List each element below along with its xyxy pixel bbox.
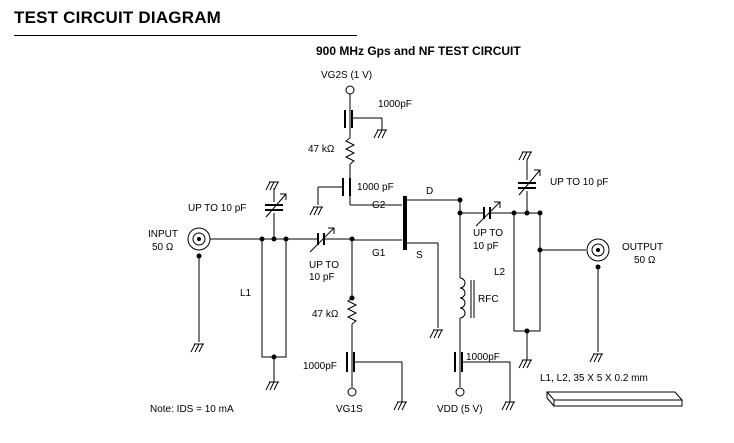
vg1s-terminal bbox=[347, 387, 357, 397]
stripline-l1 bbox=[261, 238, 287, 358]
label-output: OUTPUT bbox=[622, 242, 663, 253]
label-g1: G1 bbox=[372, 248, 386, 259]
label-note: Note: IDS = 10 mA bbox=[150, 404, 234, 415]
resistor-47k-top bbox=[344, 137, 356, 165]
label-l1: L1 bbox=[240, 288, 252, 299]
label-trim-top-left: UP TO 10 pF bbox=[188, 203, 246, 214]
label-rfc: RFC bbox=[478, 294, 499, 305]
label-stripline-spec: L1, L2, 35 X 5 X 0.2 mm bbox=[540, 373, 648, 384]
label-res-top: 47 kΩ bbox=[308, 144, 335, 155]
output-connector bbox=[586, 238, 610, 262]
label-trim-mid-1: UP TO bbox=[309, 260, 339, 271]
label-l2: L2 bbox=[494, 267, 506, 278]
label-cap-bottom-left: 1000pF bbox=[303, 361, 337, 372]
label-trim-right-2: 10 pF bbox=[473, 241, 499, 252]
label-trim-mid-2: 10 pF bbox=[309, 272, 335, 283]
vg2s-terminal bbox=[345, 85, 355, 95]
label-cap-top: 1000pF bbox=[378, 99, 412, 110]
label-d: D bbox=[426, 186, 433, 197]
title-underline bbox=[14, 35, 357, 36]
label-vdd: VDD (5 V) bbox=[437, 404, 483, 415]
ground-symbol bbox=[373, 129, 388, 139]
rfc-inductor bbox=[459, 277, 466, 319]
circuit-subtitle: 900 MHz Gps and NF TEST CIRCUIT bbox=[316, 44, 521, 58]
label-input: INPUT bbox=[148, 229, 178, 240]
label-s: S bbox=[416, 250, 423, 261]
label-trim-right-1: UP TO bbox=[473, 228, 503, 239]
label-cap-bottom-right: 1000pF bbox=[466, 352, 500, 363]
label-cap-g2: 1000 pF bbox=[357, 182, 394, 193]
stripline-drawing bbox=[545, 391, 684, 401]
label-vg1s: VG1S bbox=[336, 404, 363, 415]
page-title: TEST CIRCUIT DIAGRAM bbox=[14, 8, 222, 27]
label-output-imp: 50 Ω bbox=[634, 255, 656, 266]
label-trim-top-right: UP TO 10 pF bbox=[550, 177, 608, 188]
vdd-terminal bbox=[455, 387, 465, 397]
label-input-imp: 50 Ω bbox=[152, 242, 174, 253]
label-res-bottom: 47 kΩ bbox=[312, 309, 339, 320]
resistor-47k-bottom bbox=[346, 297, 358, 325]
stripline-l2 bbox=[513, 212, 541, 332]
label-g2: G2 bbox=[372, 200, 386, 211]
label-vg2s: VG2S (1 V) bbox=[321, 70, 372, 81]
